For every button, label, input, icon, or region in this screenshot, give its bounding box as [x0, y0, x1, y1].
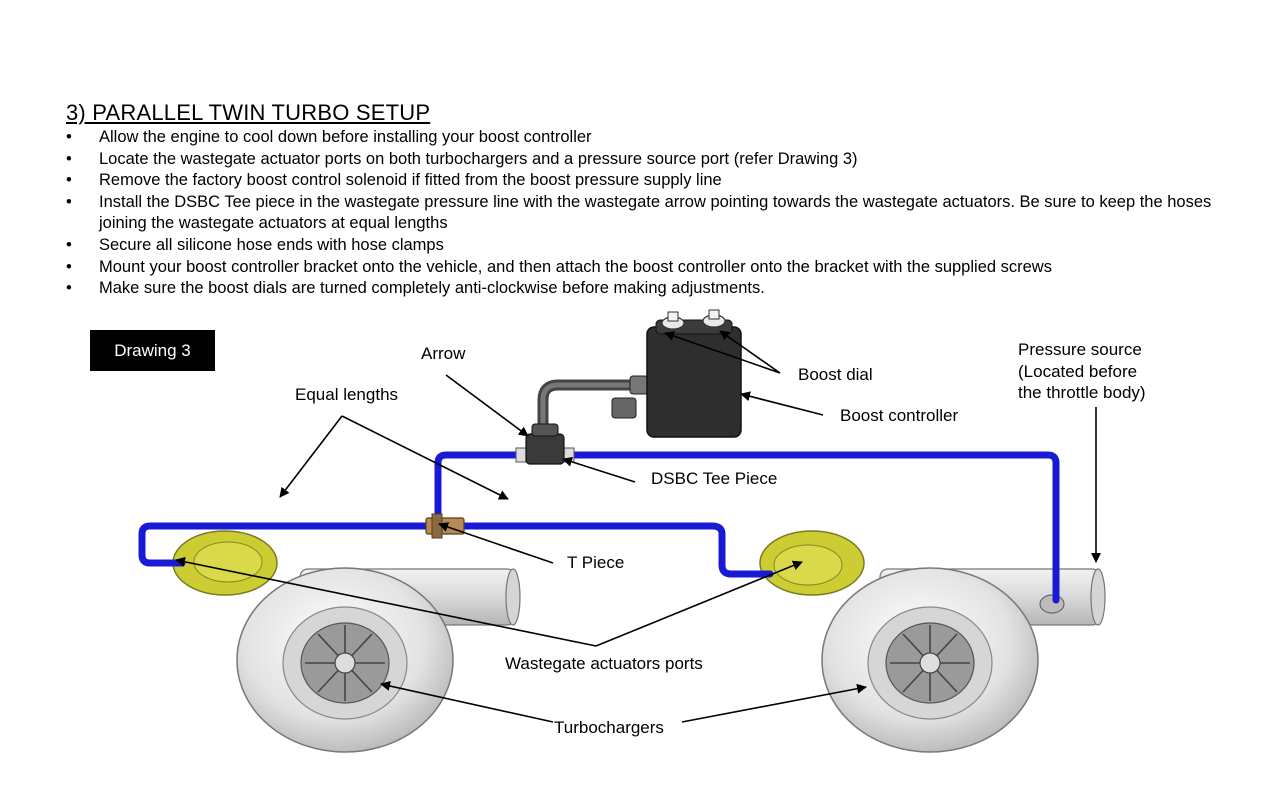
instruction-text: Allow the engine to cool down before ins…	[99, 128, 592, 146]
bullet: •	[66, 235, 72, 254]
boost-dial-pointer-right	[719, 330, 781, 374]
equal-lengths-pointer-right	[341, 415, 509, 500]
instruction-item: • Secure all silicone hose ends with hose…	[66, 235, 1216, 257]
section-heading: 3) PARALLEL TWIN TURBO SETUP	[66, 100, 431, 125]
pressure-source-label-line2: (Located before	[1018, 362, 1137, 381]
bullet: •	[66, 257, 72, 276]
pressure-source-label: Pressure source	[1018, 340, 1142, 359]
wastegate-ports-pointer-right	[595, 560, 803, 647]
instruction-text: Locate the wastegate actuator ports on b…	[99, 149, 858, 168]
bullet: •	[66, 192, 72, 211]
boost-dial-pointer-left	[664, 331, 781, 374]
instruction-item: • Install the DSBC Tee piece in the waste…	[66, 192, 1216, 235]
dsbc-tee-piece	[515, 423, 575, 465]
drawing-badge: Drawing 3	[90, 330, 215, 371]
t-piece-pointer	[438, 522, 554, 564]
instruction-text: Mount your boost controller bracket onto…	[99, 257, 1052, 276]
instruction-item: • Locate the wastegate actuator ports on …	[66, 149, 1216, 171]
boost-dial-label: Boost dial	[798, 365, 873, 384]
dsbc-tee-label: DSBC Tee Piece	[651, 469, 777, 488]
bullet: •	[66, 171, 72, 190]
left-turbocharger	[172, 530, 521, 753]
pressure-source-label-line3: the throttle body)	[1018, 383, 1146, 402]
instruction-text: Install the DSBC Tee piece in the wasteg…	[99, 192, 1212, 233]
boost-controller-unit	[611, 309, 742, 438]
instruction-item: • Mount your boost controller bracket ont…	[66, 257, 1216, 279]
equal-lengths-pointer-left	[279, 415, 343, 498]
turbochargers-pointer-left	[380, 681, 554, 723]
wastegate-ports-pointer-left	[175, 556, 597, 647]
right-turbocharger	[759, 530, 1106, 753]
boost-controller-label: Boost controller	[840, 406, 958, 425]
equal-lengths-label: Equal lengths	[295, 385, 398, 404]
instruction-text: Secure all silicone hose ends with hose …	[99, 235, 444, 254]
bullet: •	[66, 149, 72, 168]
instruction-text: Remove the factory boost control solenoi…	[99, 171, 722, 190]
leader-lines	[175, 330, 1101, 723]
bullet: •	[66, 128, 72, 146]
instruction-item: • Remove the factory boost control soleno…	[66, 170, 1216, 192]
arrow-label: Arrow	[421, 344, 466, 363]
instruction-item: • Make sure the boost dials are turned co…	[66, 278, 1216, 300]
t-piece-label: T Piece	[567, 553, 624, 572]
arrow-pointer	[445, 374, 529, 437]
instruction-list: • Allow the engine to cool down before in…	[66, 127, 1216, 300]
turbochargers-pointer-right	[681, 683, 867, 723]
turbochargers-label: Turbochargers	[554, 718, 664, 737]
boost-controller-pointer	[740, 391, 824, 416]
instruction-text: Make sure the boost dials are turned com…	[99, 279, 765, 298]
dsbc-tee-pointer	[562, 456, 636, 483]
bullet: •	[66, 279, 72, 298]
wastegate-ports-label: Wastegate actuators ports	[505, 654, 703, 673]
instruction-item: • Allow the engine to cool down before in…	[66, 127, 1216, 149]
